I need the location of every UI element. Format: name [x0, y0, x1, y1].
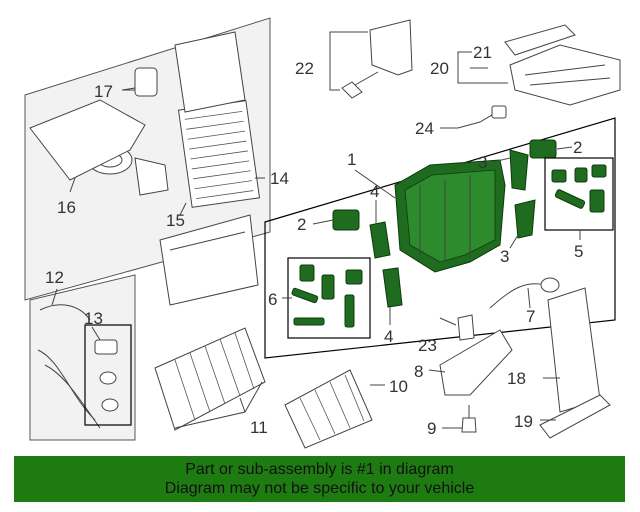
filter-frame-10 [284, 369, 373, 449]
callout-12: 12 [45, 268, 64, 287]
actuator-2-right [529, 139, 557, 159]
notice-line-2: Diagram may not be specific to your vehi… [164, 480, 475, 497]
callout-2-left: 2 [297, 215, 306, 234]
arm-4-bottom [382, 267, 403, 308]
parts-diagram: 1 2 2 3 3 4 4 5 6 7 8 9 10 11 12 13 14 1… [24, 17, 621, 449]
evaporator-core-11 [154, 327, 266, 431]
callout-22: 22 [295, 59, 314, 78]
cabin-filter-18 [547, 287, 601, 413]
heater-core [177, 100, 261, 208]
callout-7: 7 [526, 307, 535, 326]
callout-4-bottom: 4 [384, 327, 393, 346]
heater-core-frame [159, 31, 259, 306]
callout-5: 5 [574, 242, 583, 261]
callout-19: 19 [514, 412, 533, 431]
callout-10: 10 [389, 377, 408, 396]
bracket-3-bottom [514, 199, 536, 239]
clip-23 [457, 314, 475, 341]
callout-14: 14 [270, 169, 289, 188]
seal-kit-13 [94, 339, 119, 412]
callout-18: 18 [507, 369, 526, 388]
filter-housing-20 [504, 24, 621, 106]
callout-3-top: 3 [478, 153, 487, 172]
bracket-8 [439, 329, 513, 396]
callout-11: 11 [250, 418, 268, 437]
heater-hoses-12 [37, 304, 101, 429]
expansion-tube-7 [489, 277, 560, 309]
notice-line-1: Part or sub-assembly is #1 in diagram [185, 461, 454, 478]
callout-2-right: 2 [573, 138, 582, 157]
sensor-24 [457, 105, 507, 129]
hoses-panel [29, 274, 136, 441]
blower-part-17 [121, 67, 158, 97]
callout-17: 17 [94, 82, 113, 101]
callout-21: 21 [473, 43, 492, 62]
clutch-inner-box [29, 99, 146, 181]
callout-1: 1 [347, 150, 356, 169]
leader-lines [51, 31, 581, 429]
kit-5-parts [551, 164, 607, 213]
callout-3-bottom: 3 [500, 247, 509, 266]
callout-4-top: 4 [370, 182, 379, 201]
kit-6-parts [291, 264, 363, 328]
hvac-case-assembly [394, 159, 506, 273]
notice-banner: Part or sub-assembly is #1 in diagram Di… [14, 456, 625, 502]
bolt-9 [461, 405, 477, 433]
callout-15: 15 [166, 211, 185, 230]
callout-13: 13 [84, 309, 103, 328]
kit-5-box [544, 157, 614, 231]
callout-8: 8 [414, 362, 423, 381]
callout-20: 20 [430, 59, 449, 78]
filter-cover-19 [539, 394, 611, 439]
actuator-2-left [332, 209, 360, 231]
duct-22 [341, 19, 413, 99]
callout-9: 9 [427, 419, 436, 438]
callout-24: 24 [415, 119, 434, 138]
callout-23: 23 [418, 336, 437, 355]
bracket-3-top [509, 149, 529, 191]
main-assembly-box [264, 117, 616, 359]
arm-4-top [369, 221, 391, 259]
callout-16: 16 [57, 198, 76, 217]
seal-kit-13-box [84, 324, 132, 426]
callout-6: 6 [268, 290, 277, 309]
